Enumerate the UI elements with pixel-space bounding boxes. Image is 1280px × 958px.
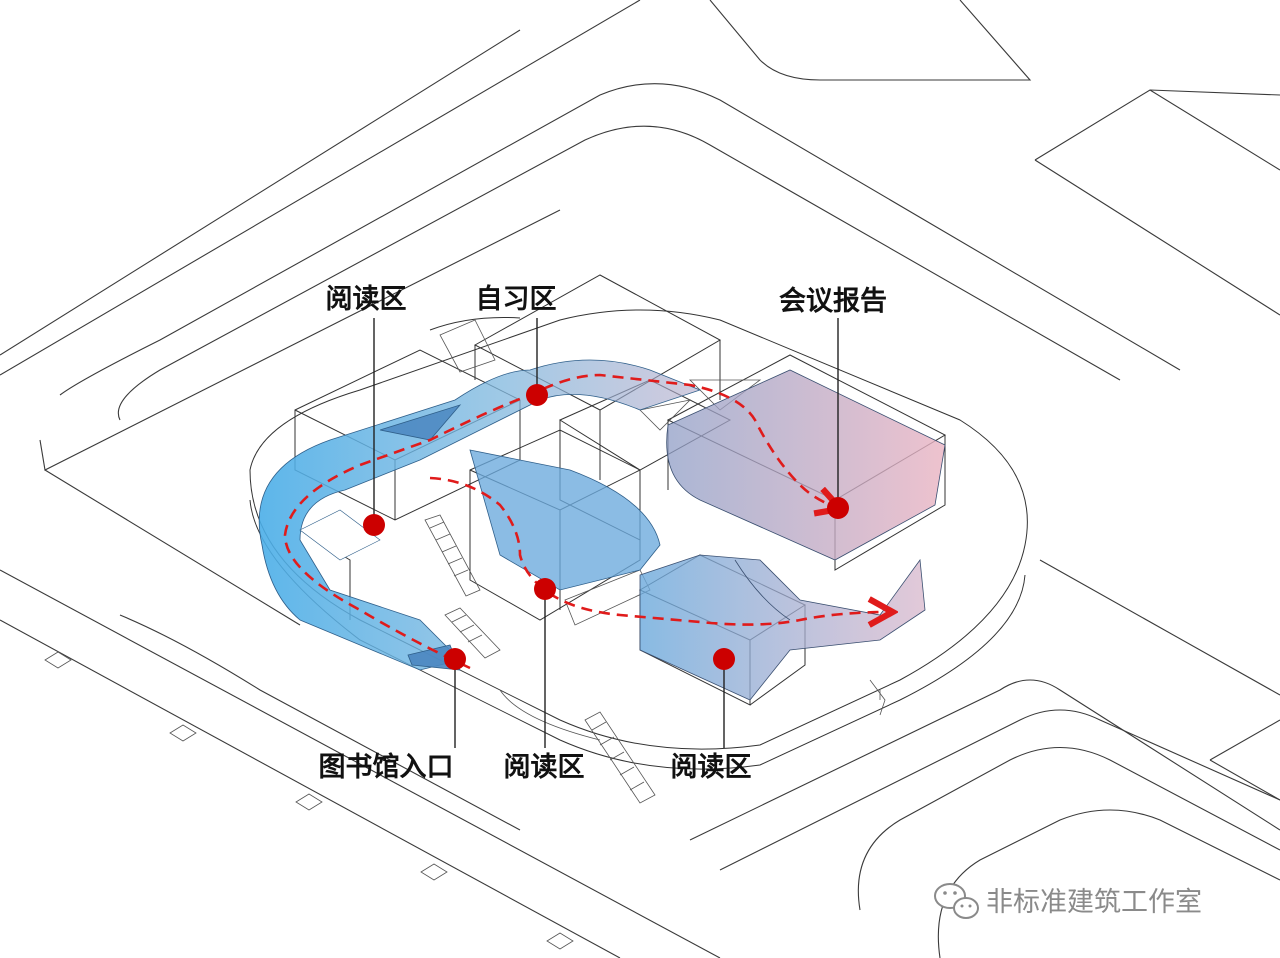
node-reading-top-left bbox=[363, 514, 385, 536]
site-pads bbox=[44, 651, 574, 950]
leader-lines bbox=[373, 318, 839, 748]
label-reading-bottom-center: 阅读区 bbox=[504, 752, 585, 783]
label-self-study: 自习区 bbox=[476, 283, 557, 315]
zone-labels: 阅读区 自习区 会议报告 图书馆入口 阅读区 阅读区 bbox=[319, 283, 888, 783]
node-reading-bottom-center bbox=[534, 578, 556, 600]
watermark: 非标准建筑工作室 bbox=[934, 883, 1202, 919]
node-reading-bottom-right bbox=[713, 648, 735, 670]
watermark-text: 非标准建筑工作室 bbox=[986, 887, 1202, 918]
label-reading-top-left: 阅读区 bbox=[326, 284, 407, 315]
route-nodes bbox=[363, 384, 849, 670]
label-meeting-report: 会议报告 bbox=[779, 286, 887, 317]
circulation-ribbon bbox=[258, 359, 946, 701]
wechat-icon bbox=[934, 883, 979, 919]
node-self-study bbox=[526, 384, 548, 406]
label-library-entrance: 图书馆入口 bbox=[319, 751, 454, 783]
node-meeting-report bbox=[827, 497, 849, 519]
node-library-entrance bbox=[444, 648, 466, 670]
route-path bbox=[283, 373, 890, 670]
label-reading-bottom-right: 阅读区 bbox=[671, 752, 752, 783]
